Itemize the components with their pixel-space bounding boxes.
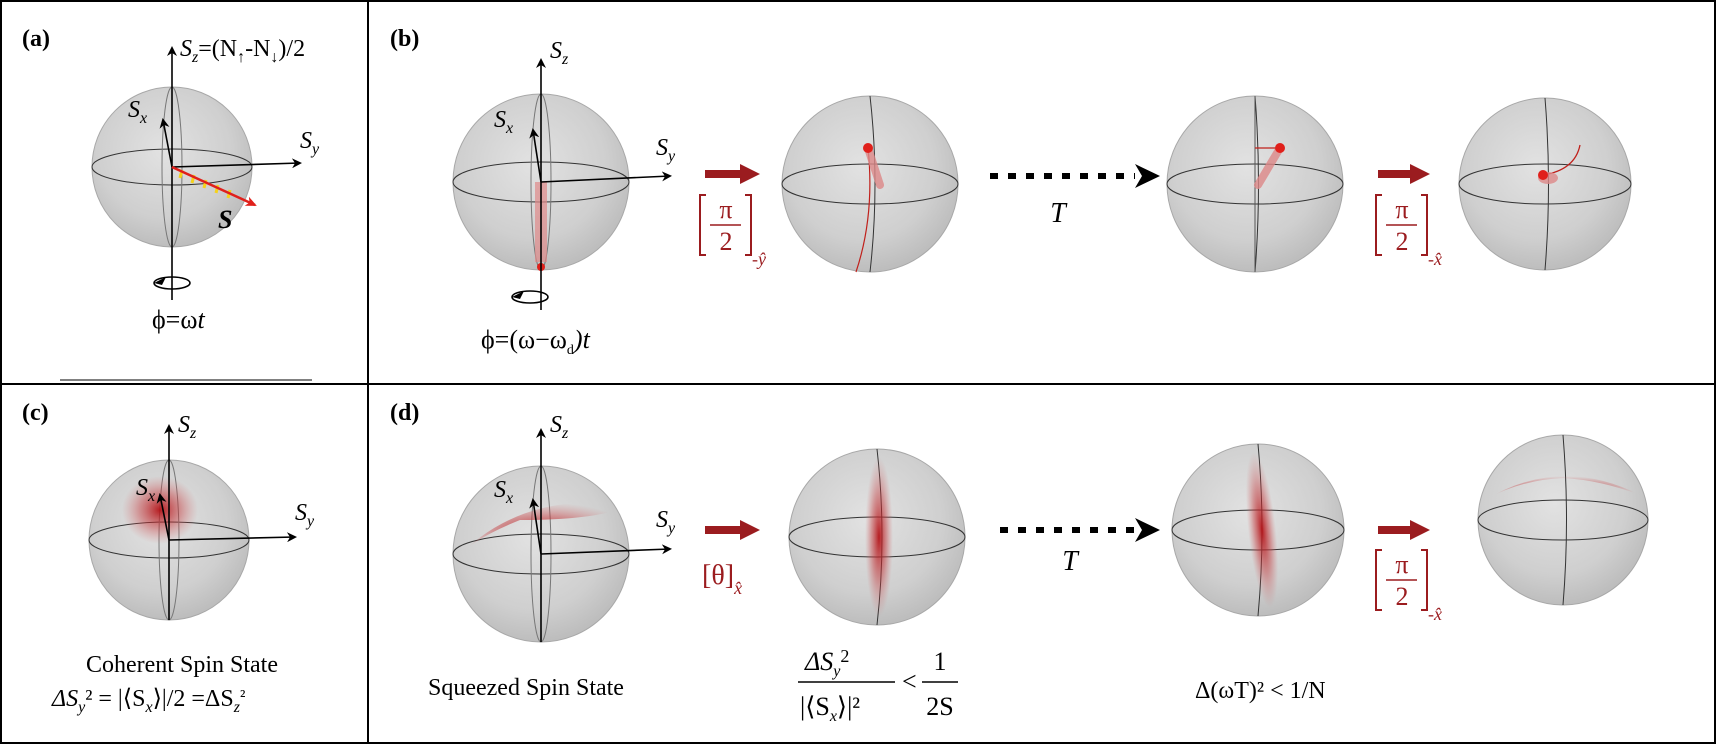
sz-label-c: Sz — [178, 412, 197, 442]
squeezed-state-blob-d1 — [455, 502, 630, 560]
bloch-sphere-d2 — [788, 448, 966, 626]
svg-text:π: π — [1395, 195, 1408, 224]
fraction-d: ΔSy2 |⟨Sx⟩|² < 1 2S — [798, 646, 958, 725]
squeezed-state-blob-d2 — [865, 457, 893, 617]
svg-text:2: 2 — [720, 227, 733, 256]
svg-text:1: 1 — [934, 647, 947, 676]
spin-vector-a — [171, 165, 257, 207]
bloch-sphere-c — [88, 424, 297, 621]
pulse-arrow-d1 — [705, 520, 760, 540]
svg-text:2: 2 — [1396, 227, 1409, 256]
evolution-time-d: T — [1062, 546, 1080, 577]
sy-label-b: Sy — [656, 135, 676, 165]
pulse-arrow-d2 — [1378, 520, 1430, 540]
coherent-state-blob — [122, 476, 198, 544]
bloch-sphere-d3 — [1171, 443, 1345, 617]
svg-text:π: π — [1395, 550, 1408, 579]
vector-label-a: S — [218, 205, 232, 234]
bloch-sphere-a — [91, 46, 302, 300]
svg-text:<: < — [902, 667, 917, 696]
caption-c-line1: Coherent Spin State — [86, 652, 278, 678]
svg-text:ΔSy2: ΔSy2 — [804, 646, 849, 680]
sy-label-a: Sy — [300, 128, 320, 158]
pulse-arrow-b2 — [1378, 164, 1430, 184]
dotted-evolution-d — [1000, 518, 1160, 542]
bloch-sphere-b4 — [1458, 97, 1632, 271]
pulse-d1: [θ]x̂ — [702, 560, 742, 598]
sz-label-d: Sz — [550, 412, 569, 442]
sy-label-c: Sy — [295, 500, 315, 530]
sz-definition-a: Sz=(N↑-N↓)/2 — [180, 36, 305, 66]
pulse-arrow-b1 — [705, 164, 760, 184]
svg-text:-x̂: -x̂ — [1428, 604, 1442, 624]
sz-label-b: Sz — [550, 38, 569, 68]
panel-d: (d) Sz Sx Sy Squeezed Spin State [θ]x̂ Δ… — [390, 400, 1649, 725]
panel-a: (a) Sz=(N↑-N↓)/2 Sx Sy S ϕ=ωt — [22, 26, 320, 381]
svg-text:-x̂: -x̂ — [1428, 249, 1442, 269]
evolution-time-b: T — [1050, 198, 1068, 229]
panel-label-b: (b) — [390, 26, 419, 52]
sx-label-b: Sx — [494, 107, 513, 137]
pulse-b2: π 2 -x̂ — [1375, 194, 1442, 269]
sx-axis-a — [159, 118, 173, 168]
panel-label-d: (d) — [390, 400, 419, 426]
sx-label-c: Sx — [136, 475, 155, 505]
panel-c: (c) Sz Sx Sy Coherent Spin State ΔSy² = … — [22, 400, 315, 716]
heisenberg-limit: Δ(ωT)² < 1/N — [1195, 678, 1326, 704]
sx-label-d: Sx — [494, 477, 513, 507]
svg-text:|⟨Sx⟩|²: |⟨Sx⟩|² — [800, 692, 860, 725]
rotation-label-a: ϕ=ωt — [152, 305, 205, 334]
svg-text:π: π — [719, 195, 732, 224]
bloch-sphere-b1 — [452, 58, 672, 310]
pulse-d2: π 2 -x̂ — [1375, 549, 1442, 624]
squeezed-state-blob-d4 — [1485, 476, 1640, 500]
pulse-b1: π 2 -ŷ — [699, 194, 766, 269]
rotation-label-b: ϕ=(ω−ωd)t — [481, 325, 591, 358]
svg-text:2S: 2S — [926, 692, 953, 721]
squeezed-state-blob-d3 — [1245, 452, 1279, 608]
panel-label-a: (a) — [22, 26, 50, 52]
svg-text:-ŷ: -ŷ — [752, 249, 766, 269]
sy-axis-a — [171, 158, 302, 169]
svg-text:2: 2 — [1396, 582, 1409, 611]
bloch-sphere-d1 — [452, 428, 672, 643]
sx-label-a: Sx — [128, 97, 147, 127]
bloch-sphere-b2 — [781, 95, 959, 273]
sy-label-d: Sy — [656, 507, 676, 537]
bloch-sphere-d4 — [1477, 434, 1649, 606]
bloch-sphere-b3 — [1166, 95, 1344, 273]
caption-d: Squeezed Spin State — [428, 675, 624, 701]
panel-b: (b) Sz Sx Sy ϕ=(ω−ωd)t π 2 -ŷ — [390, 26, 1632, 358]
dotted-evolution-b — [990, 164, 1160, 188]
caption-c-line2: ΔSy² = |⟨Sx⟩|/2 =ΔSz² — [51, 686, 245, 716]
panel-label-c: (c) — [22, 400, 49, 426]
